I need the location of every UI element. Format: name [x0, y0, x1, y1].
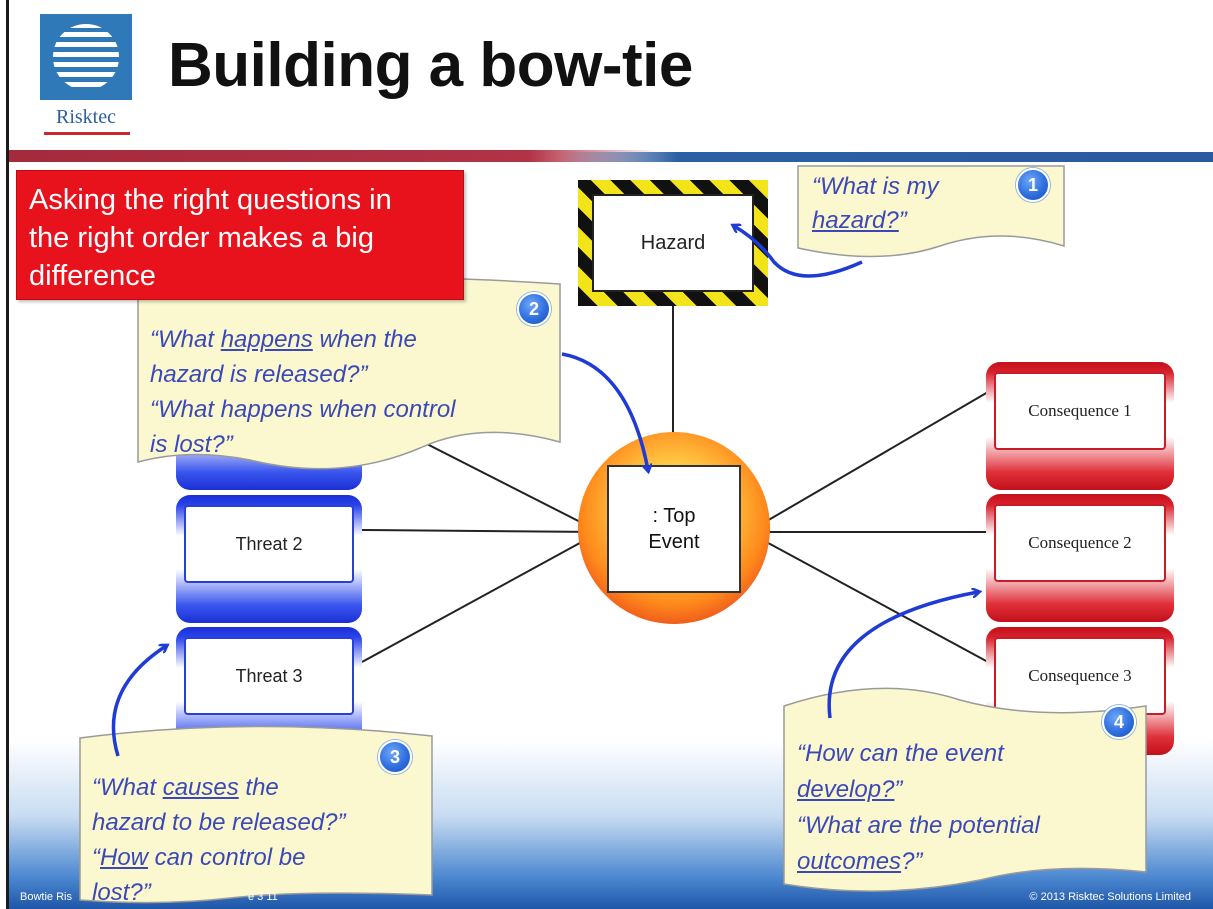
- note-run: develop?: [797, 776, 895, 803]
- note-1-text: “What is my hazard?”: [812, 170, 939, 238]
- key-message-banner: Asking the right questions in the right …: [16, 170, 464, 300]
- note-run: “What: [150, 326, 221, 353]
- step-2-badge: 2: [517, 292, 551, 326]
- banner-line: Asking the right questions in: [29, 184, 392, 216]
- note-3-shape: [79, 725, 433, 904]
- step-3-badge: 3: [378, 740, 412, 774]
- note-run: happens: [220, 326, 313, 353]
- top-event-line-1: : Top: [652, 505, 696, 527]
- note-run: “How can the event: [797, 740, 1004, 767]
- note-run: “What are the potential: [797, 812, 1040, 839]
- consequence-1-connector: [747, 391, 989, 533]
- header-stripe-red: [9, 150, 659, 162]
- note-line: “What causes the: [92, 770, 346, 805]
- note-run: hazard?: [812, 207, 899, 234]
- note-run: “What happens when control: [150, 396, 456, 423]
- note-run: the: [238, 774, 279, 801]
- note-2-text: “What happens when the hazard is release…: [150, 322, 456, 462]
- logo-underline: [44, 132, 130, 135]
- note-run: can control be: [148, 844, 306, 871]
- consequence-2-label: Consequence 2: [994, 504, 1166, 582]
- threat-3-connector: [361, 531, 601, 663]
- note-line: “What are the potential: [797, 808, 1040, 844]
- note-run: How: [100, 844, 149, 871]
- top-event-line-2: Event: [648, 531, 700, 553]
- arrow-to-hazard: [734, 226, 863, 278]
- consequence-1-label: Consequence 1: [994, 372, 1166, 450]
- note-3-text: “What causes the hazard to be released?”…: [92, 770, 346, 909]
- note-run: ?”: [901, 848, 923, 875]
- top-event-box: : Top Event: [607, 465, 741, 593]
- note-line: hazard?”: [812, 204, 939, 238]
- note-run: hazard to be released?”: [92, 809, 346, 836]
- note-run: outcomes: [797, 848, 902, 875]
- note-line: “How can control be: [92, 840, 346, 875]
- banner-text: Asking the right questions in the right …: [29, 181, 392, 295]
- hazard-label: Hazard: [592, 194, 754, 292]
- banner-line: difference: [29, 260, 156, 292]
- step-4-badge: 4: [1102, 705, 1136, 739]
- footer-copyright: © 2013 Risktec Solutions Limited: [1029, 891, 1191, 903]
- footer-page-text: e 3 11: [248, 891, 278, 903]
- threat-2-label: Threat 2: [184, 505, 354, 583]
- consequence-3-label: Consequence 3: [994, 637, 1166, 715]
- arrow-to-threat-3: [111, 646, 166, 757]
- note-run: hazard is released?”: [150, 361, 368, 388]
- hazard-box: Hazard: [578, 180, 768, 306]
- note-line: “What happens when the: [150, 322, 456, 357]
- step-1-badge: 1: [1016, 168, 1050, 202]
- header-stripe-blue: [560, 152, 1213, 162]
- note-line: develop?”: [797, 772, 1040, 808]
- note-run: “: [92, 844, 100, 871]
- note-line: “How can the event: [797, 736, 1040, 772]
- note-run: lost?”: [92, 879, 151, 906]
- arrow-to-top-event: [561, 352, 648, 470]
- note-line: hazard to be released?”: [92, 805, 346, 840]
- note-line: is lost?”: [150, 427, 456, 462]
- threat-2-box: Threat 2: [176, 495, 362, 623]
- note-line: hazard is released?”: [150, 357, 456, 392]
- note-run: when the: [312, 326, 417, 353]
- note-run: is lost?”: [150, 431, 233, 458]
- note-4-text: “How can the event develop?” “What are t…: [797, 736, 1040, 880]
- note-run: causes: [162, 774, 239, 801]
- note-run: ”: [894, 776, 903, 803]
- threat-2-connector: [361, 529, 601, 533]
- note-line: outcomes?”: [797, 844, 1040, 880]
- consequence-2-box: Consequence 2: [986, 494, 1174, 622]
- arrow-to-consequence-2: [827, 592, 978, 719]
- banner-line: the right order makes a big: [29, 222, 374, 254]
- logo-label: Risktec: [56, 106, 116, 128]
- note-1-shape: [797, 165, 1065, 258]
- slide-left-rule: [6, 0, 9, 909]
- note-run: “What is my: [812, 173, 939, 200]
- threat-3-label: Threat 3: [184, 637, 354, 715]
- note-line: lost?”: [92, 875, 346, 909]
- consequence-3-connector: [747, 531, 989, 663]
- page-title: Building a bow-tie: [168, 31, 693, 100]
- consequence-1-box: Consequence 1: [986, 362, 1174, 490]
- footer-left-text: Bowtie Ris: [20, 891, 72, 903]
- note-run: ”: [898, 207, 907, 234]
- note-line: “What is my: [812, 170, 939, 204]
- logo-mark-icon: [40, 14, 132, 100]
- note-4-shape: [783, 687, 1147, 892]
- risktec-logo: Risktec: [38, 14, 134, 136]
- note-run: “What: [92, 774, 163, 801]
- note-line: “What happens when control: [150, 392, 456, 427]
